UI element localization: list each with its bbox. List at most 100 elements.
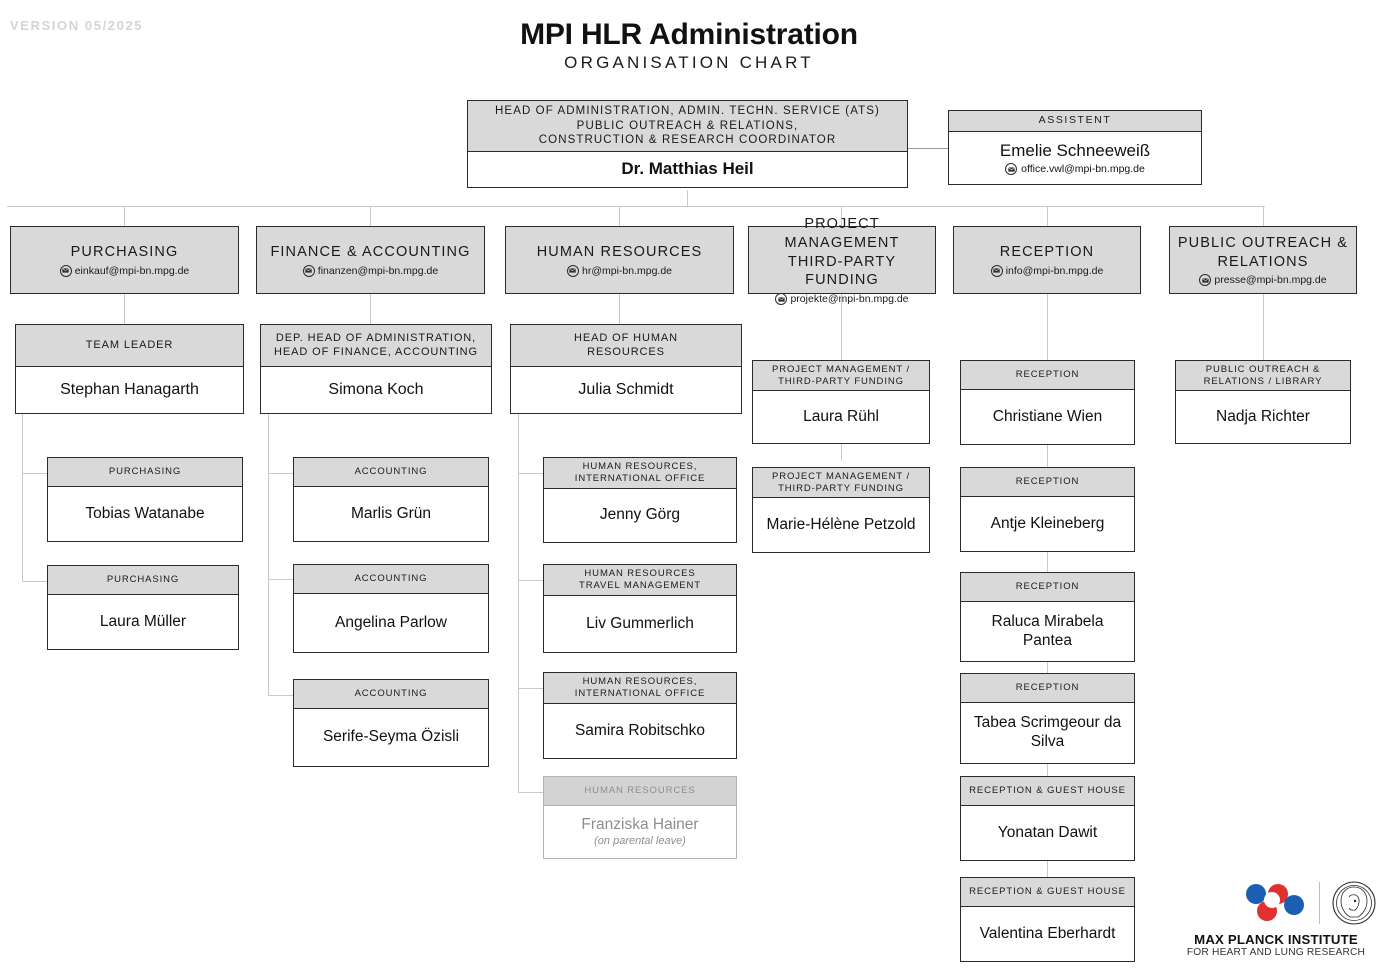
connector-purchasing-leader <box>124 294 125 324</box>
box-hr-head[interactable]: HEAD OF HUMAN RESOURCES Julia Schmidt <box>510 324 742 414</box>
box-purchasing-laura-mueller[interactable]: PURCHASING Laura Müller <box>47 565 239 650</box>
dept-name: PUBLIC OUTREACH & RELATIONS <box>1177 234 1349 270</box>
page-subtitle: ORGANISATION CHART <box>564 53 814 72</box>
dept-name: FINANCE & ACCOUNTING <box>270 244 471 261</box>
connector-drop-outreach <box>1263 206 1264 226</box>
dept-email-row: presse@mpi-bn.mpg.de <box>1199 274 1327 287</box>
box-hr-liv-gummerlich[interactable]: HUMAN RESOURCES TRAVEL MANAGEMENT Liv Gu… <box>543 564 737 653</box>
box-role: TEAM LEADER <box>15 324 244 367</box>
dept-reception[interactable]: RECEPTION info@mpi-bn.mpg.de <box>953 226 1141 294</box>
page-title: MPI HLR Administration <box>520 18 858 51</box>
dept-name: PROJECT MANAGEMENT THIRD-PARTY FUNDING <box>784 215 900 289</box>
dept-name: RECEPTION <box>999 244 1095 261</box>
connector-hr-spine <box>518 414 519 792</box>
role-line-3: CONSTRUCTION & RESEARCH COORDINATOR <box>538 134 837 147</box>
box-role: ACCOUNTING <box>293 457 489 487</box>
dept-email: info@mpi-bn.mpg.de <box>1005 264 1104 277</box>
box-role: PURCHASING <box>47 565 239 595</box>
dept-purchasing[interactable]: PURCHASING einkauf@mpi-bn.mpg.de <box>10 226 239 294</box>
box-name: Dr. Matthias Heil <box>467 152 908 188</box>
box-reception-antje-kleineberg[interactable]: RECEPTION Antje Kleineberg <box>960 467 1135 552</box>
logo-title: MAX PLANCK INSTITUTE <box>1194 932 1358 947</box>
connector-purchasing-branch-2 <box>22 581 47 582</box>
dept-email: einkauf@mpi-bn.mpg.de <box>74 264 190 277</box>
box-purchasing-tobias-watanabe[interactable]: PURCHASING Tobias Watanabe <box>47 457 243 542</box>
box-role: RECEPTION <box>960 467 1135 497</box>
box-finance-dep-head[interactable]: DEP. HEAD OF ADMINISTRATION, HEAD OF FIN… <box>260 324 492 414</box>
connector-drop-hr <box>619 206 620 226</box>
connector-drop-finance <box>370 206 371 226</box>
box-accounting-angelina-parlow[interactable]: ACCOUNTING Angelina Parlow <box>293 564 489 653</box>
box-reception-raluca-mirabela-pantea[interactable]: RECEPTION Raluca Mirabela Pantea <box>960 572 1135 662</box>
box-reception-yonatan-dawit[interactable]: RECEPTION & GUEST HOUSE Yonatan Dawit <box>960 776 1135 861</box>
box-role: HUMAN RESOURCES TRAVEL MANAGEMENT <box>543 564 737 596</box>
box-name: Angelina Parlow <box>293 594 489 653</box>
box-accounting-serife-seyma-oezisli[interactable]: ACCOUNTING Serife-Seyma Özisli <box>293 679 489 767</box>
box-role: ACCOUNTING <box>293 564 489 594</box>
dept-email-row: hr@mpi-bn.mpg.de <box>566 264 672 277</box>
connector-outreach-spine <box>1263 294 1264 360</box>
person-name: Franziska Hainer <box>581 815 699 833</box>
connector-purchasing-branch-1 <box>22 473 47 474</box>
dept-public-outreach[interactable]: PUBLIC OUTREACH & RELATIONS presse@mpi-b… <box>1169 226 1357 294</box>
dept-project-management[interactable]: PROJECT MANAGEMENT THIRD-PARTY FUNDING p… <box>748 216 936 306</box>
box-name: Serife-Seyma Özisli <box>293 709 489 767</box>
max-planck-minerva-mark-icon <box>1246 884 1304 921</box>
box-name: Valentina Eberhardt <box>960 907 1135 962</box>
mail-icon <box>566 264 579 277</box>
box-role: HUMAN RESOURCES, INTERNATIONAL OFFICE <box>543 457 737 489</box>
box-role: PURCHASING <box>47 457 243 487</box>
box-hr-jenny-goerg[interactable]: HUMAN RESOURCES, INTERNATIONAL OFFICE Je… <box>543 457 737 543</box>
dept-email-row: einkauf@mpi-bn.mpg.de <box>59 264 190 277</box>
box-name: Jenny Görg <box>543 489 737 543</box>
connector-hr-branch-1 <box>518 473 543 474</box>
assistant-name: Emelie Schneeweiß <box>999 140 1151 160</box>
connector-finance-head <box>370 294 371 324</box>
box-role: HEAD OF ADMINISTRATION, ADMIN. TECHN. SE… <box>467 100 908 152</box>
max-planck-logo: MAX PLANCK INSTITUTE FOR HEART AND LUNG … <box>1186 880 1376 968</box>
box-name: Marlis Grün <box>293 487 489 542</box>
box-outreach-nadja-richter[interactable]: PUBLIC OUTREACH & RELATIONS / LIBRARY Na… <box>1175 360 1351 444</box>
box-role: HUMAN RESOURCES <box>543 776 737 806</box>
box-role: RECEPTION & GUEST HOUSE <box>960 776 1135 806</box>
connector-drop-reception <box>1047 206 1048 226</box>
box-role: PROJECT MANAGEMENT / THIRD-PARTY FUNDING <box>752 360 930 391</box>
dept-email: presse@mpi-bn.mpg.de <box>1214 274 1327 287</box>
connector-finance-branch-1 <box>268 473 293 474</box>
box-role: RECEPTION <box>960 572 1135 602</box>
box-reception-tabea-scrimgeour-da-silva[interactable]: RECEPTION Tabea Scrimgeour da Silva <box>960 673 1135 764</box>
box-head-of-administration[interactable]: HEAD OF ADMINISTRATION, ADMIN. TECHN. SE… <box>467 100 908 188</box>
box-name: Nadja Richter <box>1175 391 1351 444</box>
box-role: HUMAN RESOURCES, INTERNATIONAL OFFICE <box>543 672 737 704</box>
box-name: Laura Müller <box>47 595 239 650</box>
box-assistant[interactable]: ASSISTENT Emelie Schneeweiß office.vwl@m… <box>948 110 1202 185</box>
box-name-wrap: Emelie Schneeweiß office.vwl@mpi-bn.mpg.… <box>948 132 1202 185</box>
box-accounting-marlis-gruen[interactable]: ACCOUNTING Marlis Grün <box>293 457 489 542</box>
box-name: Tabea Scrimgeour da Silva <box>960 703 1135 764</box>
box-name: Liv Gummerlich <box>543 596 737 653</box>
connector-head-assistant <box>908 148 948 149</box>
box-name: Samira Robitschko <box>543 704 737 759</box>
dept-human-resources[interactable]: HUMAN RESOURCES hr@mpi-bn.mpg.de <box>505 226 734 294</box>
dept-email-row: projekte@mpi-bn.mpg.de <box>775 293 909 306</box>
box-role: RECEPTION <box>960 360 1135 390</box>
box-hr-samira-robitschko[interactable]: HUMAN RESOURCES, INTERNATIONAL OFFICE Sa… <box>543 672 737 759</box>
box-project-laura-ruehl[interactable]: PROJECT MANAGEMENT / THIRD-PARTY FUNDING… <box>752 360 930 444</box>
box-role: ACCOUNTING <box>293 679 489 709</box>
box-name: Stephan Hanagarth <box>15 367 244 414</box>
box-reception-christiane-wien[interactable]: RECEPTION Christiane Wien <box>960 360 1135 445</box>
box-name-wrap: Franziska Hainer (on parental leave) <box>543 806 737 859</box>
mail-icon <box>302 264 315 277</box>
box-role: PUBLIC OUTREACH & RELATIONS / LIBRARY <box>1175 360 1351 391</box>
dept-finance[interactable]: FINANCE & ACCOUNTING finanzen@mpi-bn.mpg… <box>256 226 485 294</box>
mail-icon <box>59 264 72 277</box>
box-purchasing-team-leader[interactable]: TEAM LEADER Stephan Hanagarth <box>15 324 244 414</box>
box-role: DEP. HEAD OF ADMINISTRATION, HEAD OF FIN… <box>260 324 492 367</box>
box-project-marie-helene-petzold[interactable]: PROJECT MANAGEMENT / THIRD-PARTY FUNDING… <box>752 467 930 553</box>
box-hr-franziska-hainer[interactable]: HUMAN RESOURCES Franziska Hainer (on par… <box>543 776 737 859</box>
version-label: VERSION 05/2025 <box>10 18 144 33</box>
box-name: Antje Kleineberg <box>960 497 1135 552</box>
box-role: PROJECT MANAGEMENT / THIRD-PARTY FUNDING <box>752 467 930 498</box>
connector-hr-branch-4 <box>518 792 543 793</box>
box-reception-valentina-eberhardt[interactable]: RECEPTION & GUEST HOUSE Valentina Eberha… <box>960 877 1135 962</box>
